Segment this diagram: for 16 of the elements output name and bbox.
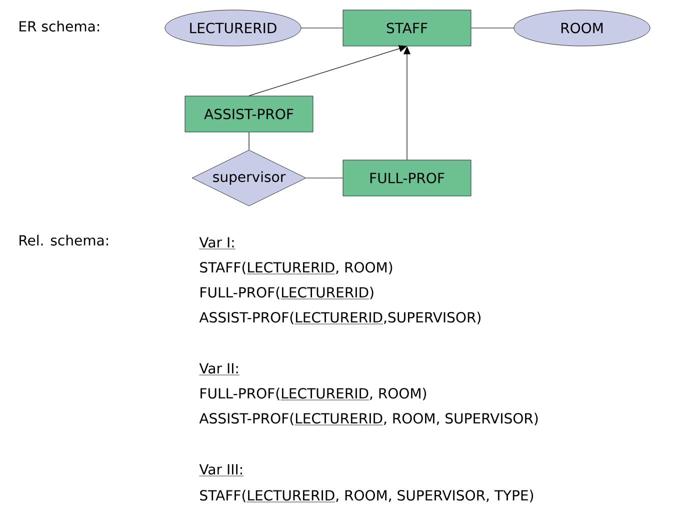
- relation-text: ASSIST-PROF( LECTURERID,SUPERVISOR): [199, 312, 480, 324]
- relation-text: STAFF( LECTURERID, ROOM): [200, 262, 392, 274]
- entity-box: STAFF: [342, 10, 472, 46]
- heading-text: Var I:: [199, 237, 236, 250]
- entity-box: ASSIST-PROF: [184, 96, 314, 132]
- connector-line: [248, 132, 250, 150]
- relation-text: FULL-PROF( LECTURERID, ROOM): [200, 388, 426, 400]
- arrow: [248, 45, 407, 96]
- relation-text: FULL-PROF( LECTURERID): [200, 286, 374, 300]
- relation-text: STAFF( LECTURERID, ROOM, SUPERVISOR, TYPE): [200, 490, 534, 502]
- heading-text: ER schema:: [20, 20, 99, 32]
- heading-text: Rel. schema:: [20, 234, 108, 246]
- entity-box: FULL-PROF: [342, 160, 472, 196]
- heading-text: Var III:: [199, 464, 244, 476]
- relation-text: ASSIST-PROF( LECTURERID, ROOM, SUPERVISOR): [199, 412, 538, 426]
- heading-text: Var II:: [199, 363, 240, 376]
